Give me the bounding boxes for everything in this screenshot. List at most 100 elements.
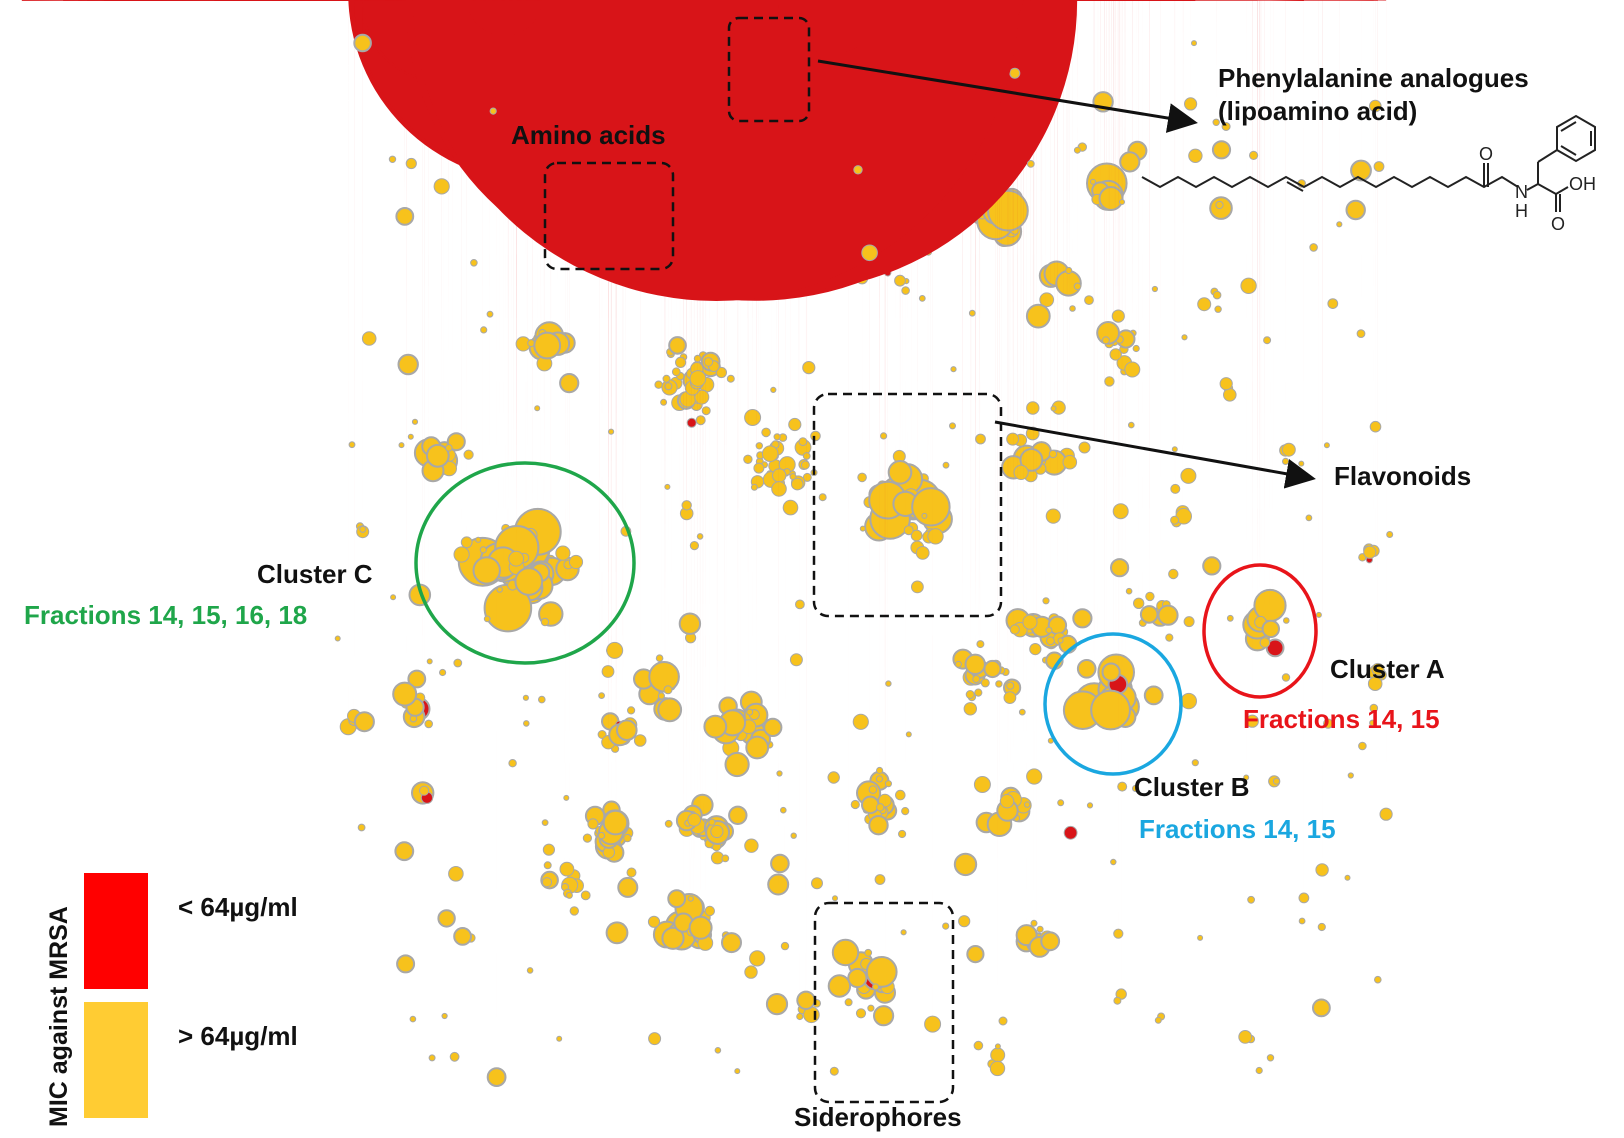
network-node [1327,298,1339,310]
network-node [876,803,885,812]
network-node [1168,568,1179,580]
network-node-active-slice [1050,0,1051,641]
network-node [1238,1030,1253,1044]
network-node [483,615,491,623]
network-node [1009,624,1020,635]
cluster-b-ellipse [1043,632,1183,776]
flavonoids-box [812,392,1003,618]
network-node [1215,200,1224,210]
network-node [353,33,372,53]
network-node [788,417,802,432]
network-node [1143,685,1164,706]
network-node [398,442,405,449]
network-node [795,599,805,610]
network-node [540,617,550,627]
network-node [1165,633,1174,642]
network-node [898,829,907,839]
network-node [770,386,777,393]
network-node [556,1035,563,1042]
network-node [361,331,377,346]
network-node [968,309,976,317]
network-node [1188,148,1203,164]
network-node [392,681,418,707]
network-node [894,274,906,287]
network-node [689,370,707,387]
network-node [949,422,956,430]
network-node [750,483,758,491]
network-node [867,1004,875,1012]
network-node [616,719,638,742]
network-node [761,427,771,438]
network-node [868,785,878,794]
cluster-c-fractions: Fractions 14, 15, 16, 18 [24,600,308,630]
network-node [998,1016,1008,1026]
network-node [348,441,356,449]
network-node [859,525,866,532]
network-node [1119,151,1141,173]
network-node [472,556,501,585]
network-node [726,374,735,383]
network-node [1084,295,1094,306]
network-node [602,809,629,836]
network-node [388,155,397,164]
network-node [1212,290,1222,300]
network-node [765,993,789,1016]
network-node [694,389,710,405]
network-node [657,697,683,723]
network-node [818,493,827,502]
network-node [1358,741,1367,751]
flavonoids-arrow [994,420,1316,489]
network-node [1266,1054,1275,1062]
network-node [995,680,1003,688]
network-node [655,654,664,663]
network-node [721,932,742,954]
network-node [1119,199,1125,205]
network-node [394,841,415,862]
amino-acids-label: Amino acids [511,120,666,150]
legend-swatch-active [84,873,148,989]
network-node [425,443,450,468]
network-node [654,380,663,389]
cluster-c-label: Cluster C [257,559,373,589]
network-node [1249,150,1259,160]
network-node [875,775,884,783]
siderophores-box [813,901,955,1104]
structure-atom-labels: O N H OH O [1479,144,1596,234]
network-node [810,430,821,442]
network-node [475,536,482,543]
network-node [1157,604,1179,626]
network-node [1018,708,1026,716]
network-node [479,546,487,554]
network-node [1374,975,1382,984]
network-node [874,874,886,885]
network-node [965,690,975,699]
network-node [1191,40,1197,47]
network-node [915,546,930,560]
network-node [1112,503,1129,520]
network-node [942,461,950,469]
network-node [353,711,375,733]
network-node [966,945,985,964]
network-node-active-slice [1259,0,1260,620]
network-node [1151,285,1159,293]
network-node [687,895,694,902]
network-node [522,694,530,701]
network-node [703,714,728,739]
network-node [791,477,804,491]
network-node [1181,334,1188,341]
network-node [1128,421,1135,429]
network-node [744,838,759,853]
network-node [708,818,716,826]
network-node [437,909,456,928]
network-node [569,906,579,916]
network-node [1197,297,1212,312]
network-node [1323,442,1330,449]
network-node [847,967,868,989]
network-node-active-slice [1260,0,1261,613]
network-node [1050,405,1057,412]
network-node [689,541,700,551]
network-node [1065,266,1073,275]
network-node [861,244,878,262]
network-node [972,675,981,683]
